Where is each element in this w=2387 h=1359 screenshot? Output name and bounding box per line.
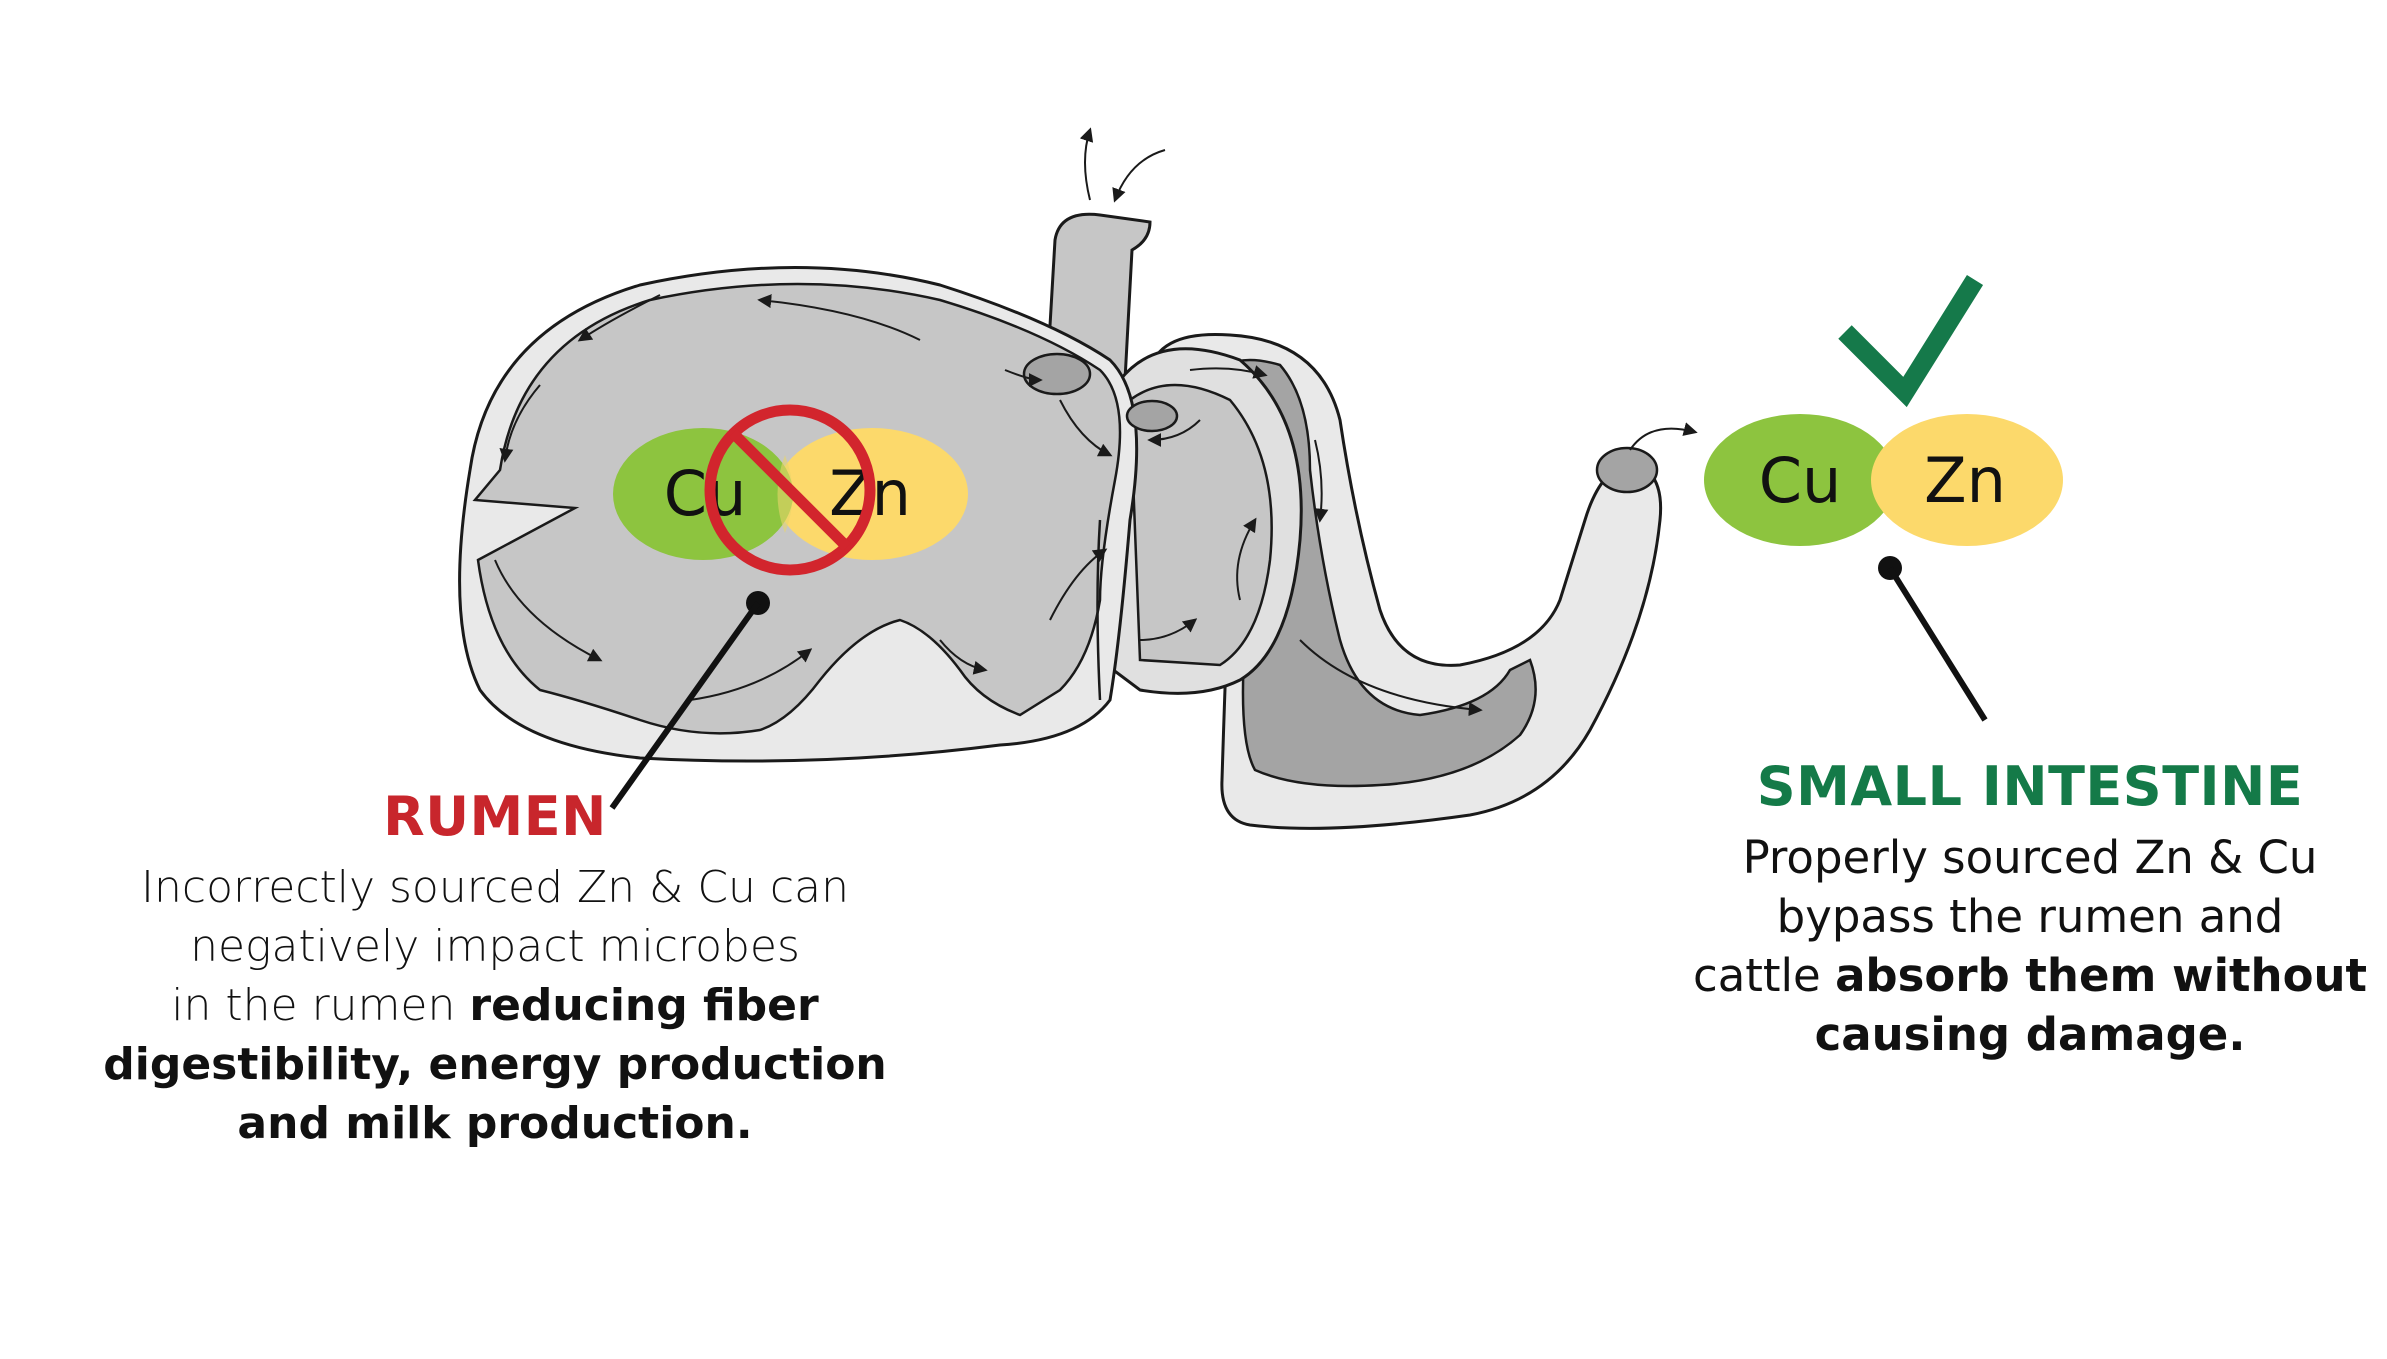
rumen-line: and milk production. xyxy=(80,1094,910,1153)
si-line: bypass the rumen and xyxy=(1660,887,2387,946)
small-intestine-pointer xyxy=(1878,556,1988,722)
si-line-text: Properly sourced Zn & Cu xyxy=(1742,831,2318,884)
right-cu-label: Cu xyxy=(1759,444,1842,517)
rumen-line-bold: and milk production. xyxy=(237,1098,753,1149)
rumen-line: digestibility, energy production xyxy=(80,1035,910,1094)
flow-arrows xyxy=(494,127,1698,717)
no-symbol-icon xyxy=(704,404,876,576)
rumen-line: in the rumen reducing fiber xyxy=(80,976,910,1035)
si-line: cattle absorb them without xyxy=(1660,946,2387,1005)
rumen-line-text: in the rumen xyxy=(171,980,470,1031)
si-line-bold: absorb them without xyxy=(1835,949,2368,1002)
si-line-bold: causing damage. xyxy=(1814,1008,2246,1061)
small-intestine-title: SMALL INTESTINE xyxy=(1756,755,2304,818)
rumen-line-text: negatively impact microbes xyxy=(190,921,800,972)
rumen-line-text: Incorrectly sourced Zn & Cu can xyxy=(141,862,849,913)
si-line: Properly sourced Zn & Cu xyxy=(1660,828,2387,887)
right-molecule: Cu Zn xyxy=(1704,414,2063,546)
rumen-description: Incorrectly sourced Zn & Cu can negative… xyxy=(80,858,910,1153)
right-cu-ellipse xyxy=(1704,414,1896,546)
rumen-line: Incorrectly sourced Zn & Cu can xyxy=(80,858,910,917)
rumen-pointer xyxy=(609,591,770,810)
right-zn-ellipse xyxy=(1871,414,2063,546)
checkmark-icon xyxy=(1838,274,1984,408)
left-cu-ellipse xyxy=(613,428,793,560)
rumen-line: negatively impact microbes xyxy=(80,917,910,976)
si-line: causing damage. xyxy=(1660,1005,2387,1064)
rumen-title: RUMEN xyxy=(383,785,607,848)
si-line-text: bypass the rumen and xyxy=(1776,890,2284,943)
small-intestine-callout: SMALL INTESTINE Properly sourced Zn & Cu… xyxy=(1660,755,2387,1064)
rumen-line-bold: reducing fiber xyxy=(469,980,819,1031)
small-intestine-description: Properly sourced Zn & Cu bypass the rume… xyxy=(1660,828,2387,1064)
si-line-text: cattle xyxy=(1692,949,1836,1002)
right-zn-label: Zn xyxy=(1924,444,2006,517)
rumen-callout: RUMEN Incorrectly sourced Zn & Cu can ne… xyxy=(80,785,910,1153)
rumen-line-bold: digestibility, energy production xyxy=(103,1039,887,1090)
